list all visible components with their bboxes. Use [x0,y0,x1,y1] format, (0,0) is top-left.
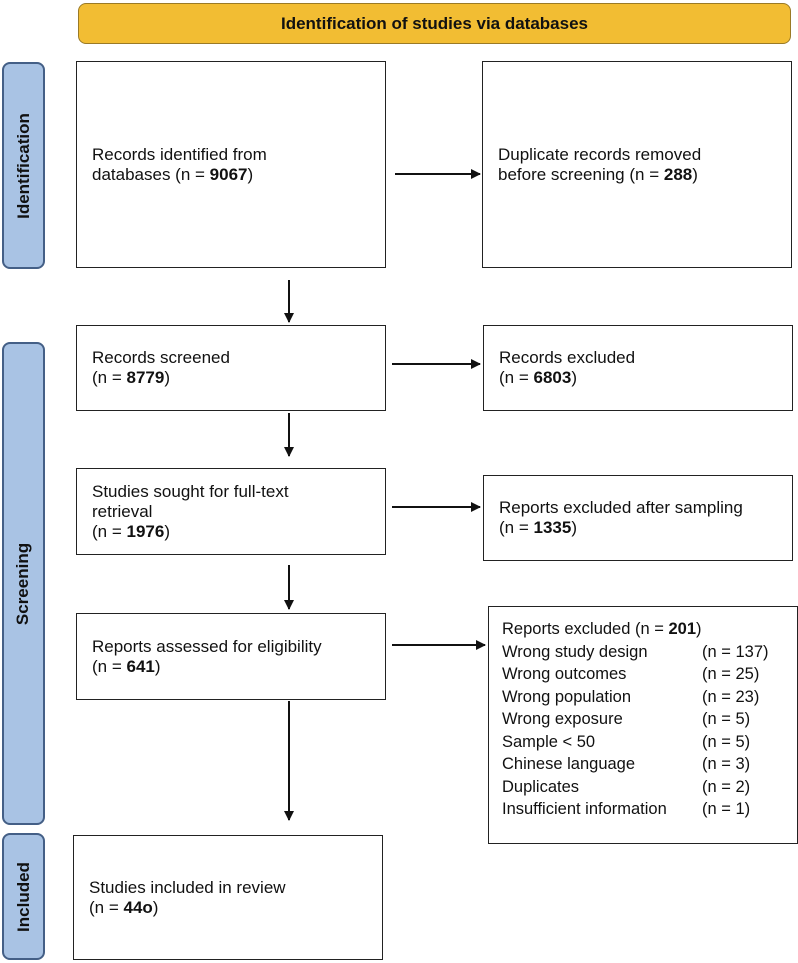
exclusion-reason-row: Sample < 50(n = 5) [502,732,751,751]
reports-assessed-line1: Reports assessed for eligibility [92,636,322,656]
records-screened-line1: Records screened [92,348,230,367]
records-identified-count: 9067 [209,164,248,184]
reports-excluded-sampling-line2: (n = 1335) [499,518,577,537]
phase-identification: Identification [2,62,45,269]
exclusion-reason-row: Duplicates(n = 2) [502,777,751,796]
studies-sought-box: Studies sought for full-text retrieval (… [76,468,386,555]
reports-excluded-reasons-box: Reports excluded (n = 201) Wrong study d… [488,606,798,844]
reports-excluded-sampling-count: 1335 [533,518,572,537]
studies-included-box: Studies included in review (n = 44o) [73,835,383,960]
exclusion-reason-row: Wrong outcomes(n = 25) [502,665,760,683]
exclusion-reason-row: Chinese language(n = 3) [502,755,751,773]
records-excluded-count: 6803 [533,368,572,387]
studies-sought-line1: Studies sought for full-text [92,481,289,501]
studies-included-line2: (n = 44o) [89,897,159,917]
records-screened-line2: (n = 8779) [92,368,170,387]
header-title: Identification of studies via databases [280,13,589,33]
reports-excluded-sampling-line1: Reports excluded after sampling [499,498,743,517]
studies-included-line1: Studies included in review [89,877,286,897]
records-identified-line1: Records identified from [92,144,267,164]
studies-included-count: 44o [123,897,153,917]
records-excluded-line2: (n = 6803) [499,368,577,387]
reports-excluded-count: 201 [668,620,696,638]
exclusion-reason-row: Wrong exposure(n = 5) [502,710,751,728]
exclusion-reason-row: Wrong population(n = 23) [502,687,760,706]
reports-excluded-header: Reports excluded (n = 201) [502,620,702,638]
duplicates-removed-line1: Duplicate records removed [498,144,702,164]
duplicates-removed-line2: before screening (n = 288) [498,164,698,184]
records-excluded-box: Records excluded (n = 6803) [483,325,793,411]
diagram-header: Identification of studies via databases [78,3,791,44]
records-identified-line2: databases (n = 9067) [92,164,254,184]
reports-assessed-line2: (n = 641) [92,656,161,676]
reports-assessed-count: 641 [126,656,155,676]
records-screened-box: Records screened (n = 8779) [76,325,386,411]
records-excluded-line1: Records excluded [499,348,636,367]
phase-included: Included [2,833,45,960]
studies-sought-count: 1976 [126,521,165,541]
reports-assessed-box: Reports assessed for eligibility (n = 64… [76,613,386,700]
studies-sought-line3: (n = 1976) [92,521,170,541]
duplicates-removed-count: 288 [663,164,693,184]
records-identified-box: Records identified from databases (n = 9… [76,61,386,268]
studies-sought-line2: retrieval [92,501,153,521]
exclusion-reason-row: Insufficient information(n = 1) [502,800,751,818]
records-screened-count: 8779 [126,368,165,387]
phase-screening: Screening [2,342,45,825]
exclusion-reason-row: Wrong study design(n = 137) [502,642,769,661]
duplicates-removed-box: Duplicate records removed before screeni… [482,61,792,268]
reports-excluded-sampling-box: Reports excluded after sampling (n = 133… [483,475,793,561]
